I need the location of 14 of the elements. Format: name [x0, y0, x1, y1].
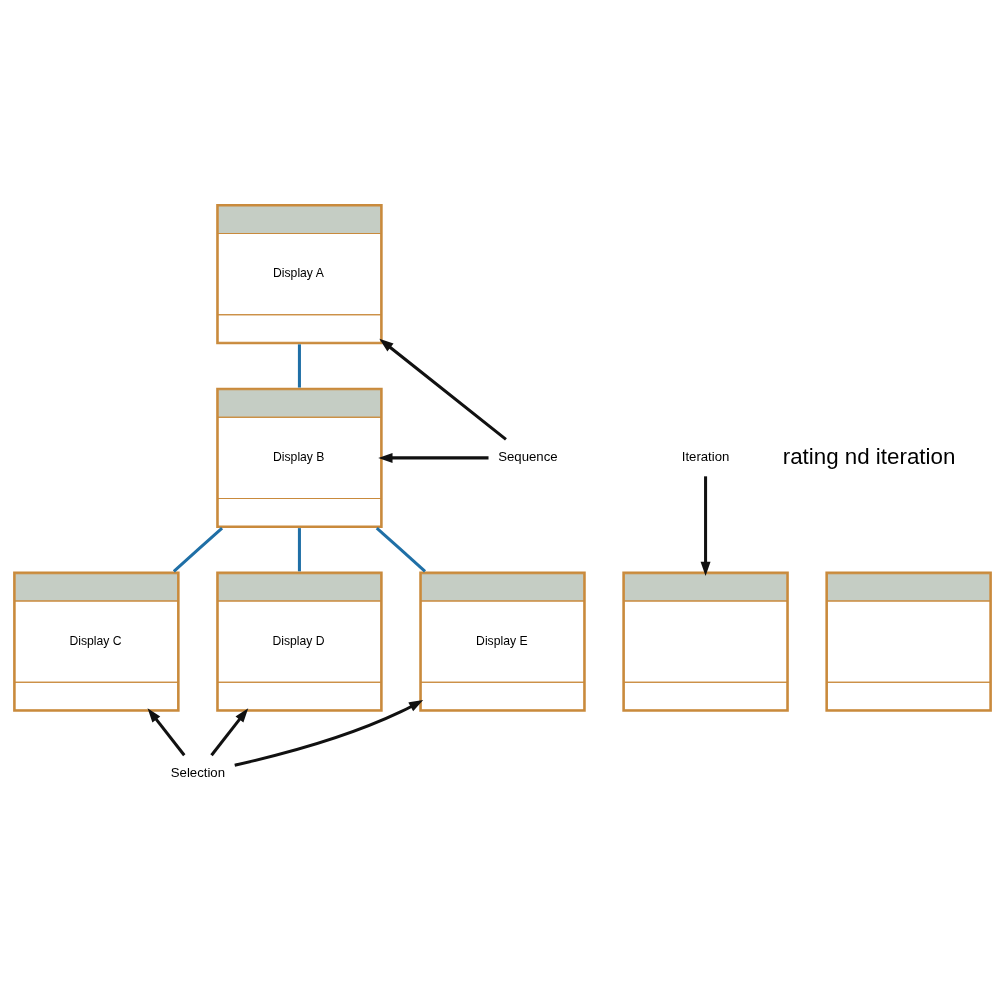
arrow — [700, 476, 711, 576]
arrow — [233, 699, 423, 767]
node-text: Sequence — [497, 449, 558, 465]
connector — [375, 527, 426, 573]
arrow — [377, 452, 488, 463]
label: rating nd iteration — [782, 443, 955, 469]
connector — [297, 344, 301, 388]
connector — [172, 527, 223, 573]
arrow — [378, 338, 507, 441]
node-text: Selection — [170, 765, 225, 781]
connector — [297, 528, 301, 572]
arrow — [147, 708, 185, 757]
node-text: Iteration — [681, 449, 729, 465]
arrow — [209, 708, 248, 757]
